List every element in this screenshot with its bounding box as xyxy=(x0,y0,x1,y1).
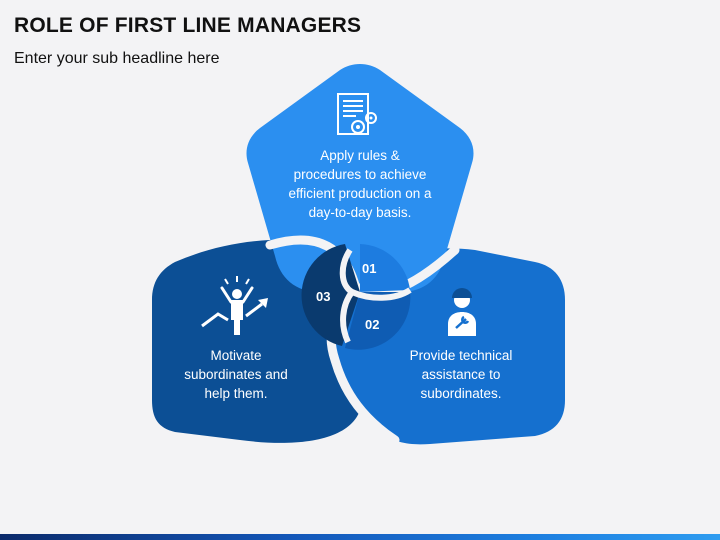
motivation-growth-icon xyxy=(201,276,268,335)
card-02-text: Provide technical assistance to subordin… xyxy=(409,348,513,401)
page-subtitle: Enter your sub headline here xyxy=(14,50,220,67)
card-01-number: 01 xyxy=(362,261,377,276)
footer-accent-bar xyxy=(0,534,720,540)
technician-icon xyxy=(448,288,476,336)
card-03-text: Motivate subordinates and help them. xyxy=(184,348,288,401)
center-disc xyxy=(301,244,412,350)
disc-segment-01 xyxy=(360,244,410,292)
card-02-number: 02 xyxy=(365,317,380,332)
document-gear-icon xyxy=(337,93,377,135)
disc-segment-02 xyxy=(345,292,411,350)
card-01-text: Apply rules & procedures to achieve effi… xyxy=(288,148,432,220)
page-title: ROLE OF FIRST LINE MANAGERS xyxy=(14,14,362,37)
card-03-number: 03 xyxy=(316,289,331,304)
card-01-shape xyxy=(246,64,474,292)
